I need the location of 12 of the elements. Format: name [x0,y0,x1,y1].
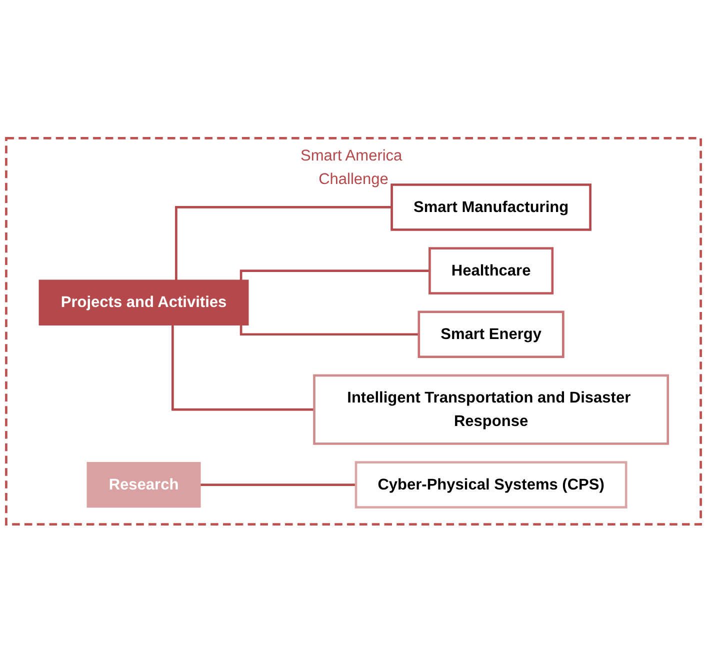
node-box: Projects and Activities [38,279,249,326]
node-box: Smart Energy [418,310,564,358]
node-box: Research [86,462,201,508]
connector [240,324,419,336]
connector [172,324,314,410]
connector [199,483,356,486]
node-box: Intelligent Transportation and Disaster Response [313,374,669,445]
connector [240,269,430,280]
node-box: Healthcare [428,246,554,294]
node-box: Cyber-Physical Systems (CPS) [354,460,628,508]
connector [175,206,392,280]
node-box: Smart Manufacturing [390,183,592,231]
